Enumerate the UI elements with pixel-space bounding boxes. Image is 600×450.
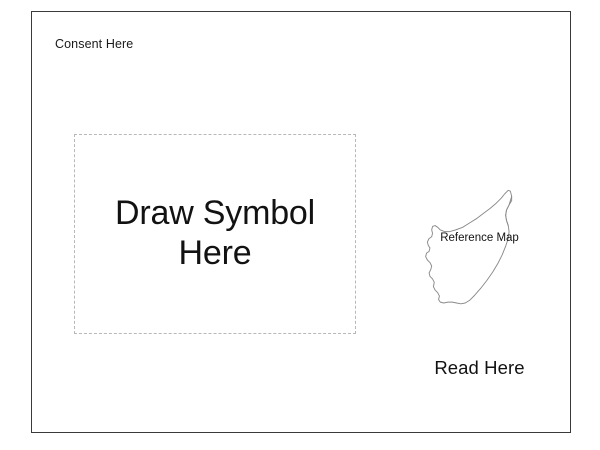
read-here-caption: Read Here (434, 357, 525, 378)
task-card: Consent Here Draw Symbol Here Reference … (31, 11, 571, 433)
draw-symbol-prompt: Draw Symbol Here (115, 194, 315, 272)
consent-label: Consent Here (55, 37, 134, 51)
draw-symbol-canvas[interactable]: Draw Symbol Here (74, 134, 356, 334)
reference-map-block: Reference Map (417, 167, 542, 322)
reference-map-label: Reference Map (440, 232, 519, 244)
map-outline-icon (425, 189, 513, 305)
